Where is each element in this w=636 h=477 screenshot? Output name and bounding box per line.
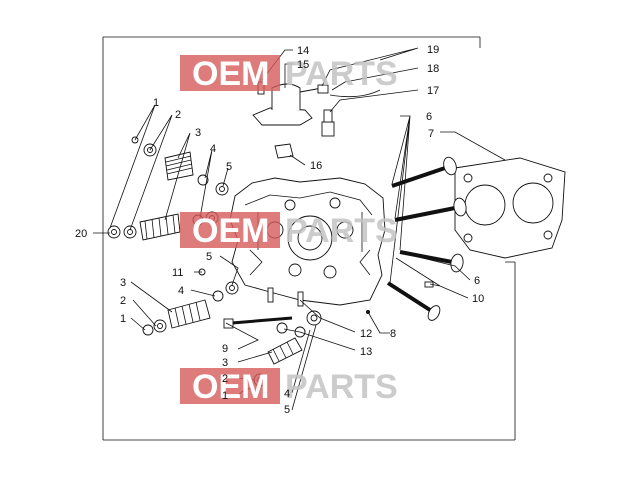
spring-lower-center — [267, 337, 303, 365]
callout-1-low: 1 — [222, 390, 228, 402]
hose-clip — [317, 84, 381, 98]
svg-text:OEM: OEM — [192, 212, 269, 250]
spring-left — [139, 213, 181, 241]
svg-text:PARTS: PARTS — [285, 55, 398, 93]
callout-1-mid: 1 — [120, 313, 126, 325]
watermark-middle: OEM PARTS — [180, 212, 398, 250]
callout-2-low: 2 — [222, 373, 228, 385]
callout-6-top: 6 — [426, 111, 432, 123]
callout-14: 14 — [297, 45, 309, 57]
callout-4: 4 — [210, 143, 216, 155]
callout-3-mid: 3 — [120, 277, 126, 289]
callout-17: 17 — [427, 85, 439, 97]
callout-6-low: 6 — [474, 275, 480, 287]
callout-3: 3 — [195, 127, 201, 139]
watermark-bottom: OEM PARTS — [180, 368, 398, 406]
callout-12: 12 — [360, 328, 372, 340]
callout-5-low: 5 — [284, 404, 290, 416]
svg-text:PARTS: PARTS — [285, 368, 398, 406]
callout-15: 15 — [297, 59, 309, 71]
callout-2: 2 — [175, 109, 181, 121]
callout-8: 8 — [390, 328, 396, 340]
svg-text:OEM: OEM — [192, 368, 269, 406]
plug-16 — [274, 143, 294, 159]
callout-11: 11 — [172, 267, 183, 279]
valve-lower — [386, 250, 464, 321]
callout-3-low: 3 — [222, 357, 228, 369]
callout-5: 5 — [226, 161, 232, 173]
watermark-top: OEM PARTS — [180, 55, 398, 93]
callout-2-mid: 2 — [120, 295, 126, 307]
leader-lines — [93, 47, 506, 411]
valve-mid — [394, 197, 467, 222]
svg-text:OEM: OEM — [192, 55, 269, 93]
head-bolt — [223, 316, 293, 329]
callout-5-mid: 5 — [206, 251, 212, 263]
callout-4-low: 4 — [284, 388, 290, 400]
callout-10: 10 — [472, 293, 484, 305]
svg-text:PARTS: PARTS — [285, 212, 398, 250]
callout-9: 9 — [222, 343, 228, 355]
spring-lower-left — [167, 299, 211, 329]
callout-19: 19 — [427, 44, 439, 56]
callout-13: 13 — [360, 346, 372, 358]
spring-upper — [164, 151, 194, 181]
diagram-frame — [102, 36, 516, 441]
temperature-sensor — [321, 109, 335, 137]
callout-18: 18 — [427, 63, 439, 75]
callout-1: 1 — [153, 97, 159, 109]
callout-20: 20 — [75, 228, 87, 240]
head-gasket — [454, 157, 566, 259]
callout-16: 16 — [310, 160, 322, 172]
callout-labels: 1 2 3 4 5 20 14 15 19 18 17 16 6 7 5 11 … — [75, 44, 484, 416]
valve-upper — [391, 156, 457, 188]
callout-7: 7 — [428, 128, 434, 140]
callout-4-mid: 4 — [178, 285, 184, 297]
